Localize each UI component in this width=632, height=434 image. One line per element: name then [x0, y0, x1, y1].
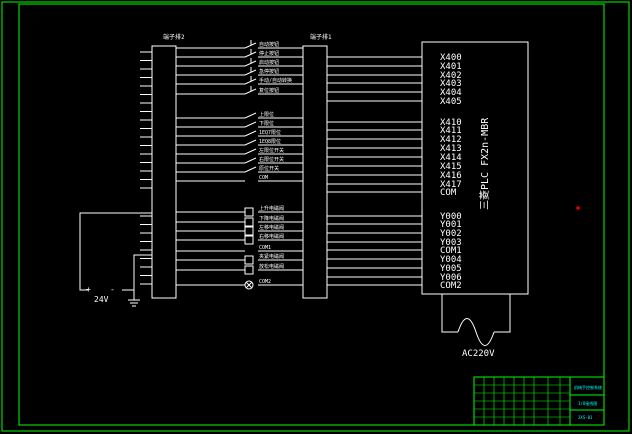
plc-output-label: Y003 — [440, 238, 462, 248]
limit-switch-symbol — [244, 157, 257, 164]
wire-group — [140, 51, 422, 286]
device-label: COM1 — [259, 245, 271, 251]
title-block-grid — [474, 377, 570, 425]
lamp-cross-b — [245, 281, 253, 289]
plc-input-label: X415 — [440, 162, 462, 172]
plc-input-label: X412 — [440, 135, 462, 145]
device-label: COM — [259, 175, 268, 181]
plc-output-label: Y001 — [440, 220, 462, 230]
plc-input-label: X402 — [440, 71, 462, 81]
pushbutton-symbol — [244, 42, 257, 49]
plc-input-label: X411 — [440, 126, 462, 136]
pushbutton-symbol — [244, 69, 257, 76]
title-block-name: I/O接线图 — [578, 400, 597, 406]
plc-input-label: X400 — [440, 53, 462, 63]
device-label: 下降电磁阀 — [259, 215, 284, 222]
device-label: 自动按钮 — [259, 41, 279, 48]
plc-input-label: X401 — [440, 62, 462, 72]
plc-unit: 三菱PLC FX2n-MBR — [421, 41, 529, 295]
limit-switch-symbol — [244, 139, 257, 146]
device-label: 停止按钮 — [259, 50, 279, 57]
limit-switch-symbol — [244, 148, 257, 155]
device-label: 上限位 — [259, 111, 274, 118]
plc-input-labels: X400X401X402X403X404X405X410X411X412X413… — [440, 53, 462, 198]
pushbutton-symbol — [244, 51, 257, 58]
title-block: 机械手控制系统 I/O接线图 JXS-01 — [473, 376, 605, 426]
limit-switch-symbol — [244, 112, 257, 119]
plc-model-label: 三菱PLC FX2n-MBR — [479, 117, 491, 210]
device-label: 启动按钮 — [259, 59, 279, 66]
device-label: 左限位开关 — [259, 147, 284, 154]
ac-supply: AC220V — [441, 294, 511, 359]
device-label: 复位按钮 — [259, 87, 279, 94]
device-label: 原位开关 — [259, 165, 279, 172]
device-label: 上升电磁阀 — [259, 205, 284, 212]
limit-switch-symbol — [244, 130, 257, 137]
solenoid-coil-symbol — [244, 255, 254, 265]
device-label: 急停按钮 — [259, 68, 279, 75]
marker-dot — [576, 206, 580, 210]
inner-frame — [18, 3, 605, 426]
plc-input-label: X413 — [440, 144, 462, 154]
ac-left-wire — [441, 294, 458, 333]
plc-output-label: Y005 — [440, 264, 462, 274]
plc-input-label: COM — [440, 188, 457, 198]
solenoid-coil-symbol — [244, 226, 254, 236]
terminal-strip-2-label: 端子排2 — [163, 33, 185, 41]
dc-voltage-label: 24V — [94, 295, 109, 304]
title-block-drawing-no: JXS-01 — [578, 415, 593, 420]
dc-negative-wire — [122, 254, 152, 291]
solenoid-coil-symbol — [244, 235, 254, 245]
plc-output-label: Y006 — [440, 273, 462, 283]
ac-supply-label: AC220V — [462, 349, 495, 359]
ac-right-wire — [494, 294, 511, 333]
plc-output-label: COM1 — [440, 246, 462, 256]
plc-input-label: X410 — [440, 118, 462, 128]
plc-input-label: X403 — [440, 79, 462, 89]
plc-input-label: X414 — [440, 153, 462, 163]
plc-output-label: Y002 — [440, 229, 462, 239]
plc-output-label: Y000 — [440, 212, 462, 222]
device-label: COM2 — [259, 279, 271, 285]
solenoid-coil-symbol — [244, 265, 254, 275]
device-label: 手动/自动转换 — [259, 77, 292, 84]
dc-minus-sign: - — [110, 285, 115, 294]
plc-output-label: Y004 — [440, 255, 462, 265]
plc-input-label: X404 — [440, 88, 462, 98]
dc-plus-sign: + — [86, 285, 91, 294]
device-label: 下限位 — [259, 120, 274, 127]
pushbutton-symbol — [244, 78, 257, 85]
device-label: 1EQ8限位 — [259, 138, 281, 145]
dc-positive-wire — [79, 212, 152, 291]
device-label: 1EQ7限位 — [259, 129, 281, 136]
solenoid-coil-symbol — [244, 217, 254, 227]
limit-switch-symbol — [244, 121, 257, 128]
ac-sine-symbol — [457, 318, 495, 346]
dc-supply: + - 24V — [79, 212, 152, 307]
lamp-symbol — [244, 280, 254, 290]
device-label: 夹紧电磁阀 — [259, 253, 284, 260]
solenoid-coil-symbol — [244, 207, 254, 217]
device-label: 放松电磁阀 — [259, 263, 284, 270]
plc-input-label: X417 — [440, 180, 462, 190]
pushbutton-symbol — [244, 60, 257, 67]
title-block-drawing-title: 机械手控制系统 — [574, 384, 602, 390]
plc-input-label: X405 — [440, 97, 462, 107]
device-label: 右移电磁阀 — [259, 233, 284, 240]
terminal-strip-1-label: 端子排1 — [310, 33, 332, 41]
pushbutton-symbol — [244, 88, 257, 95]
device-label: 右限位开关 — [259, 156, 284, 163]
plc-box — [421, 41, 529, 295]
plc-input-label: X416 — [440, 171, 462, 181]
plc-output-label: COM2 — [440, 281, 462, 291]
device-label: 左移电磁阀 — [259, 224, 284, 231]
limit-switch-symbol — [244, 166, 257, 173]
